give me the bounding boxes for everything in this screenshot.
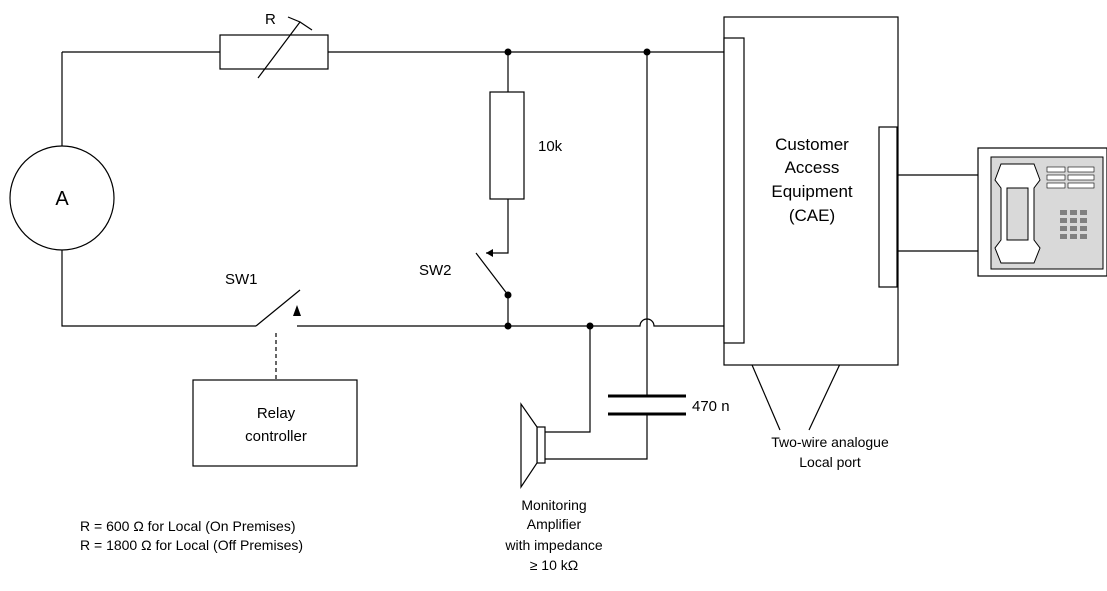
label-r: R [265, 11, 276, 28]
label-sw2: SW2 [419, 262, 452, 279]
label-relay-line-2: controller [245, 428, 307, 445]
phone-wire [897, 174, 978, 252]
note-on-premises: R = 600 Ω for Local (On Premises) [80, 518, 296, 534]
label-capacitor: 470 n [692, 398, 730, 415]
cae-port-left [723, 37, 745, 344]
junction-dot [586, 322, 594, 330]
label-cae-line-3: Equipment [771, 182, 853, 201]
label-port-line-2: Local port [799, 454, 861, 470]
junction-dot [504, 291, 512, 299]
label-cae-line-4: (CAE) [789, 206, 835, 225]
label-amplifier-line-3: with impedance [504, 537, 602, 553]
branch-10k-wire [486, 52, 509, 254]
label-cae-line-1: Customer [775, 135, 849, 154]
label-sw1: SW1 [225, 271, 258, 288]
sw2-contact-arrow [486, 249, 493, 257]
amplifier-wire [545, 326, 591, 433]
speaker-icon [520, 402, 546, 489]
ammeter [9, 145, 115, 251]
variable-resistor-r [219, 34, 329, 70]
label-10k: 10k [538, 138, 563, 155]
label-amplifier-line-1: Monitoring [521, 497, 586, 513]
junction-dot [504, 322, 512, 330]
label-amplifier-line-4: ≥ 10 kΩ [530, 557, 579, 573]
label-relay-line-1: Relay [257, 405, 296, 422]
relay-controller-box [192, 379, 358, 467]
capacitor-wire [545, 52, 648, 460]
sw2-blade [475, 252, 509, 296]
sw1-contact-arrow [293, 305, 301, 326]
cae-port-right [878, 126, 898, 288]
cae-box [723, 16, 899, 366]
label-amplifier-line-2: Amplifier [527, 516, 582, 532]
junction-dot [643, 48, 651, 56]
left-wire [61, 52, 256, 327]
label-ammeter: A [55, 188, 69, 210]
junction-dot [504, 48, 512, 56]
resistor-10k [489, 91, 525, 200]
note-off-premises: R = 1800 Ω for Local (Off Premises) [80, 537, 303, 553]
variable-resistor-arrow [257, 16, 313, 79]
label-port-line-1: Two-wire analogue [771, 434, 889, 450]
sw1-blade [255, 289, 301, 327]
telephone-icon [977, 147, 1107, 277]
label-cae-line-2: Access [785, 158, 840, 177]
